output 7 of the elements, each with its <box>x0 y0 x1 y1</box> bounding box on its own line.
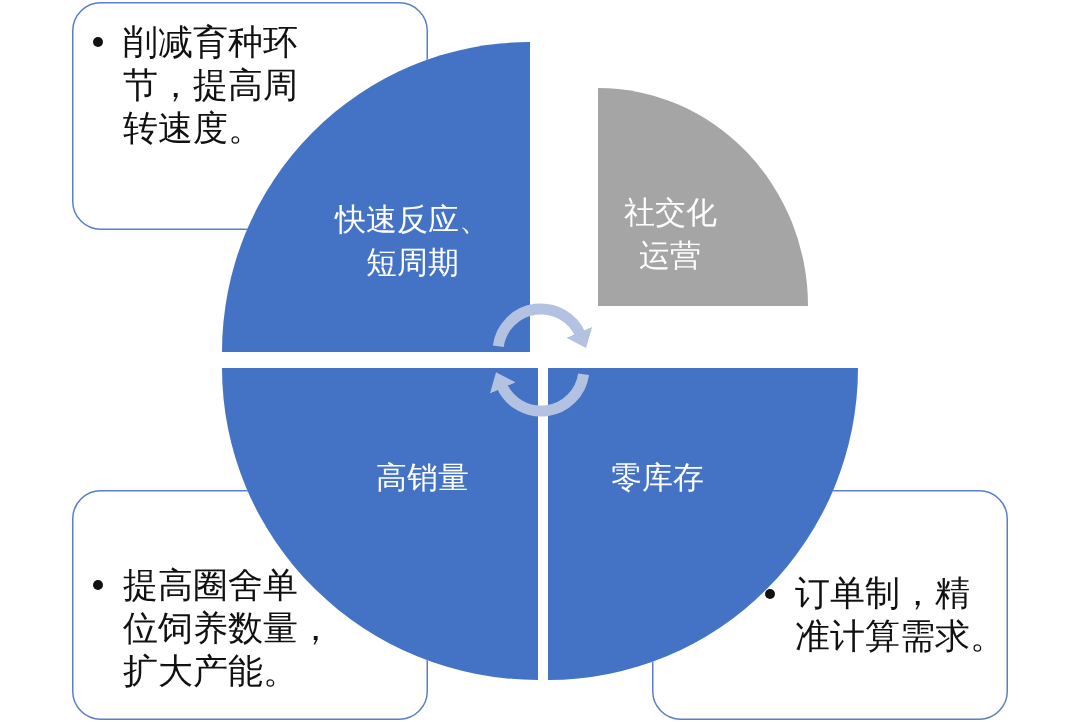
quadrant-label: 高销量 <box>374 457 470 497</box>
note-text: 削减育种环节，提高周转速度。 <box>123 20 299 150</box>
quadrant-label: 社交化运营 <box>622 192 718 275</box>
quadrant-label: 零库存 <box>609 457 705 497</box>
note-text: 提高圈舍单位饲养数量，扩大产能。 <box>123 563 334 693</box>
note-text: 订单制，精准计算需求。 <box>795 572 1006 658</box>
quadrant-label: 快速反应、短周期 <box>333 200 491 282</box>
